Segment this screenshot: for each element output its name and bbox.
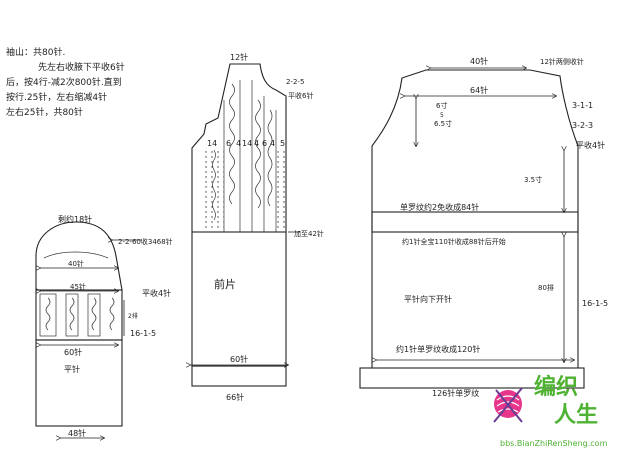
logo-line1: 编织 [534,374,578,400]
front-neck-label: 平收6针 [288,91,313,100]
site-logo: 编织 人生 bbs.BianZhiRenSheng.com [488,360,638,454]
back-body-label: 平针向下开针 [404,294,452,304]
back-hem [359,367,585,389]
front-width-label: 60针 [230,354,248,364]
cable-number: 6 [226,139,231,148]
back-armhole-height: 6寸 [436,101,447,110]
back-armhole-label: 平收4针 [576,140,605,150]
sleeve-cap-width: 40针 [68,259,84,268]
notes-block: 袖山：共80针. 先左右收腋下平收6针 后，按4行-减2次800针.直到 按行.… [6,46,206,121]
sleeve-cuff-label: 60针 [64,347,82,357]
back-top-label: 40针 [470,56,488,66]
logo-line2: 人生 [554,403,598,428]
back-armhole-rule1: 3-1-1 [572,101,593,110]
front-neck-rule: 2-2-5 [286,78,304,86]
logo-url: bbs.BianZhiRenSheng.com [500,439,608,448]
sleeve-side-rule: 16-1-5 [130,329,156,338]
cable-number: 6 [262,139,267,148]
cable-number: 4 [236,139,241,148]
note-line: 按行.25针，左右缩减4针 [6,93,108,103]
sleeve-cap-guide [43,251,109,259]
back-band-note: 约1针全宝110针收成88针后开始 [402,237,506,246]
cable-number: 14 [242,139,252,148]
sleeve-side-label: 2排 [128,312,138,320]
front-dot-texture-left [202,150,224,230]
front-cable-numbers: 14 6 4 14 4 6 4 5 [207,139,285,148]
back-armhole-height2: 6.5寸 [434,119,452,128]
cable-number: 14 [207,139,217,148]
back-hem-label: 126针单罗纹 [432,388,479,398]
front-waist-label: 加至42针 [294,229,324,238]
front-cables [212,80,277,232]
back-band-label: 单罗纹约2免收成84针 [400,202,479,212]
back-outline [371,69,579,369]
sleeve-cable-width: 45针 [70,282,86,291]
sleeve-top-label: 剩约18针 [58,214,92,224]
logo-graphic: 编织 人生 bbs.BianZhiRenSheng.com [493,374,608,448]
front-dot-texture-right [276,150,286,230]
back-armhole-rule2: 3-2-3 [572,121,593,130]
front-panel-label: 前片 [214,277,236,291]
front-body [191,231,287,367]
cable-number: 4 [254,139,259,148]
back-armhole-fraction: 5 [440,112,444,119]
cable-number: 5 [280,139,285,148]
sleeve-body [35,339,123,427]
note-line: 袖山：共80针. [6,48,66,58]
sleeve-cap [35,221,123,291]
back-lower-label: 约1针单罗纹收成120针 [396,344,480,354]
back-waist-band [371,211,579,233]
cable-number: 4 [270,139,275,148]
back-side-height: 3.5寸 [524,175,542,184]
back-upper-width: 64针 [470,85,488,95]
sleeve-piece: 剩约18针 2-2-60收3468针 40针 45针 平收4针 2排 16-1-… [35,214,173,438]
back-piece: 40针 12针两侧收针 64针 6寸 5 6.5寸 3-1-1 3-2-3 平收… [359,56,608,398]
front-hem-label: 66针 [226,392,244,402]
needle-icon [495,389,523,423]
sleeve-body-label: 平针 [64,364,80,374]
back-shoulder-label: 12针两侧收针 [540,57,584,66]
sleeve-cables [39,293,115,337]
note-line: 后，按4行-减2次800针.直到 [6,78,122,88]
sleeve-cap-rule: 2-2-60收3468针 [118,237,173,246]
note-line: 左右25针，共80针 [6,108,83,118]
front-top-label: 12针 [230,52,248,62]
front-upper-outline [191,63,287,233]
note-line: 先左右收腋下平收6针 [38,63,125,73]
back-length-label: 80排 [538,283,554,292]
back-side-rule: 16-1-5 [582,299,608,308]
front-piece: 12针 2-2-5 平收6针 14 6 4 14 4 6 4 5 加至42针 前… [190,52,324,402]
sleeve-ribbing-label: 平收4针 [142,288,171,298]
front-hem [191,365,287,387]
sleeve-bottom-label: 48针 [68,428,86,438]
